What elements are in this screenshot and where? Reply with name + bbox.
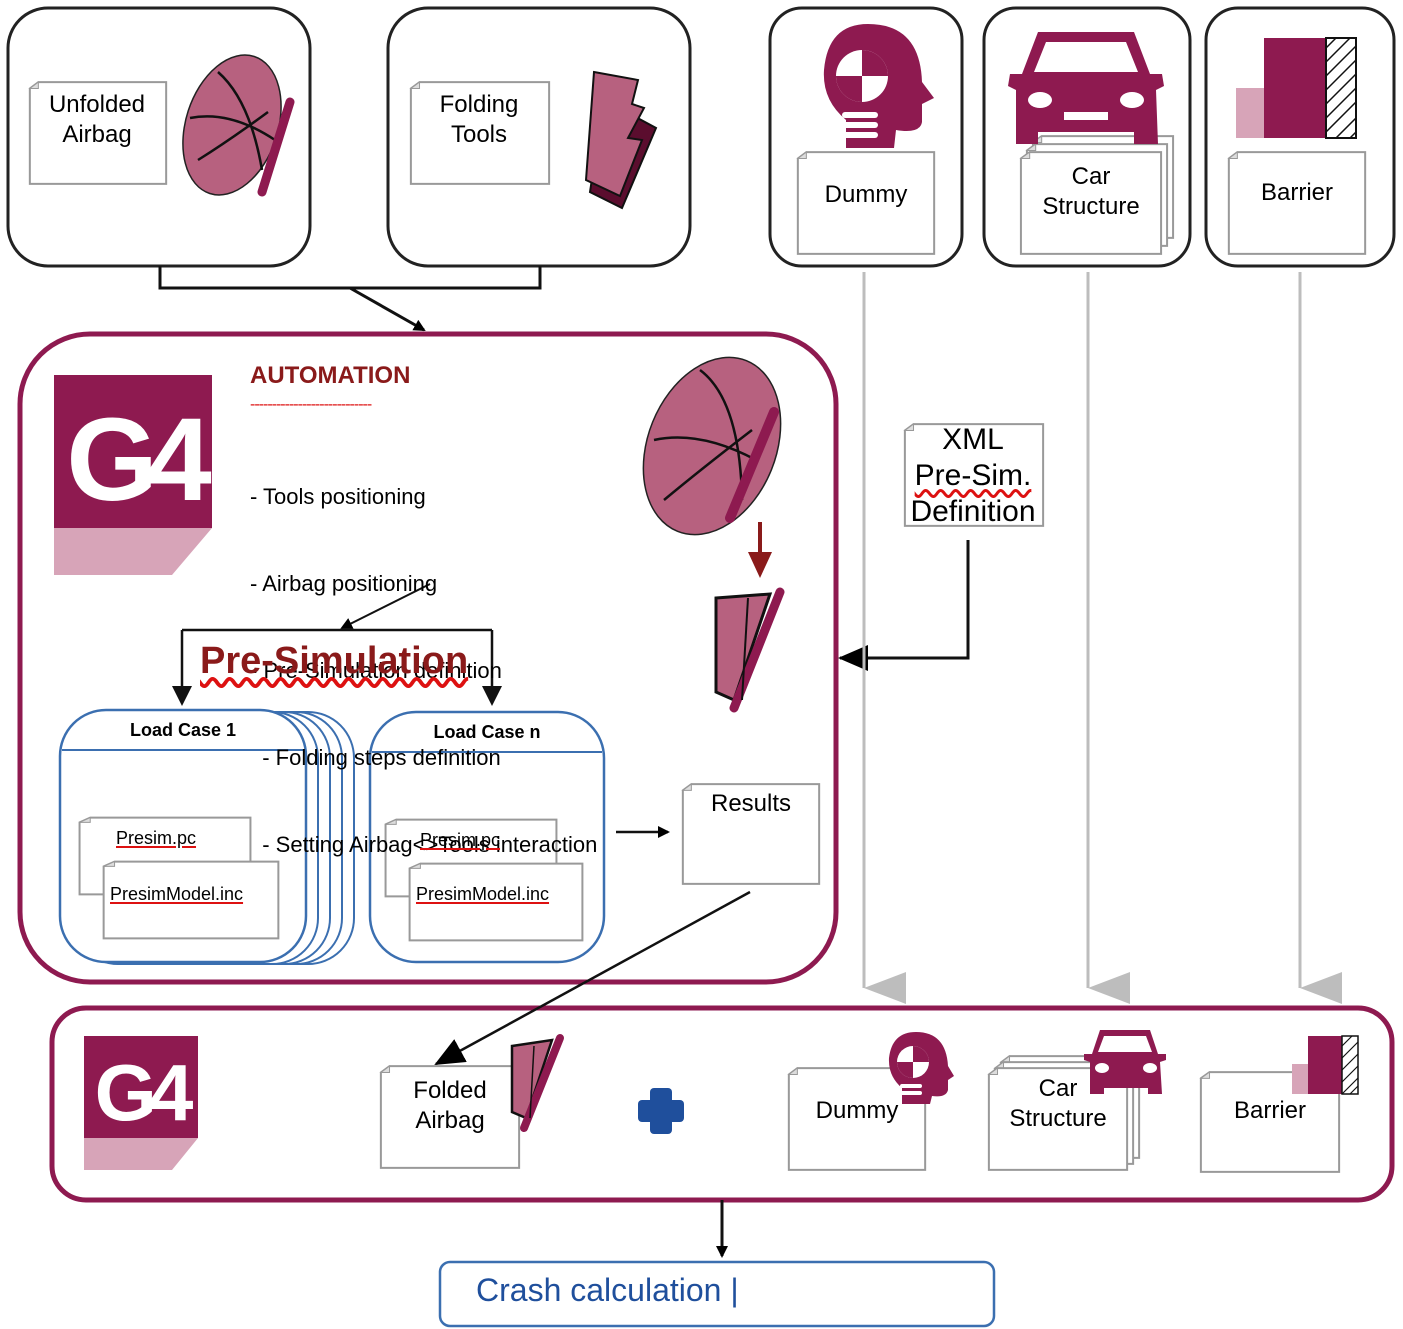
step-tools-positioning: - Tools positioning bbox=[250, 484, 426, 509]
step-presim-definition: - Pre-Simulation definition bbox=[250, 658, 502, 683]
svg-text:G4: G4 bbox=[66, 394, 211, 526]
barrier-icon bbox=[1236, 37, 1357, 139]
unfolded-airbag-icon bbox=[182, 54, 295, 197]
lcn-presim-file: Presim.pc bbox=[420, 830, 501, 850]
automation-title: AUTOMATION bbox=[250, 362, 411, 389]
results-label: Results bbox=[710, 790, 792, 817]
dummy-head-small-icon bbox=[888, 1032, 954, 1104]
final-dummy-label: Dummy bbox=[815, 1097, 899, 1124]
lcn-presimmodel-file: PresimModel.inc bbox=[416, 884, 550, 904]
lc1-presimmodel-file: PresimModel.inc bbox=[110, 884, 244, 904]
final-model-box bbox=[49, 1005, 1395, 1203]
car-small-icon bbox=[1084, 1030, 1166, 1094]
car-icon bbox=[1008, 32, 1164, 144]
presim-title: Pre-Simulation bbox=[200, 640, 469, 682]
xml-presim-doc: XML Pre-Sim. Definition bbox=[910, 423, 1036, 528]
barrier-label: Barrier bbox=[1260, 179, 1333, 206]
barrier-small-icon bbox=[1292, 1035, 1359, 1095]
automation-steps: - Tools positioning - Airbag positioning… bbox=[250, 424, 597, 888]
folded-airbag-small-icon bbox=[510, 1034, 564, 1132]
plus-icon bbox=[638, 1088, 684, 1134]
g4-logo: G4 bbox=[54, 375, 223, 575]
dummy-label: Dummy bbox=[824, 181, 908, 208]
step-airbag-positioning: - Airbag positioning bbox=[250, 571, 438, 596]
final-barrier-label: Barrier bbox=[1233, 1097, 1306, 1124]
g4-logo-bottom: G4 bbox=[84, 1036, 202, 1170]
folded-airbag-icon bbox=[714, 587, 785, 713]
crash-calculation-box bbox=[438, 1260, 996, 1328]
crash-calculation-label: Crash calculation | bbox=[476, 1272, 739, 1308]
folding-arrow bbox=[748, 522, 772, 578]
airbag-before-folding-icon bbox=[642, 356, 782, 536]
step-folding-steps: - Folding steps definition bbox=[250, 745, 501, 770]
dummy-head-icon bbox=[823, 24, 934, 148]
folding-tools-icon bbox=[584, 70, 658, 210]
load-case-n-label: Load Case n bbox=[433, 722, 541, 742]
automation-separator: ---------------------------- bbox=[250, 396, 372, 413]
svg-text:G4: G4 bbox=[95, 1048, 194, 1137]
step-interaction: - Setting Airbag<>Tools interaction bbox=[250, 832, 598, 857]
load-case-1-label: Load Case 1 bbox=[129, 720, 237, 740]
lc1-presim-file: Presim.pc bbox=[116, 828, 197, 848]
